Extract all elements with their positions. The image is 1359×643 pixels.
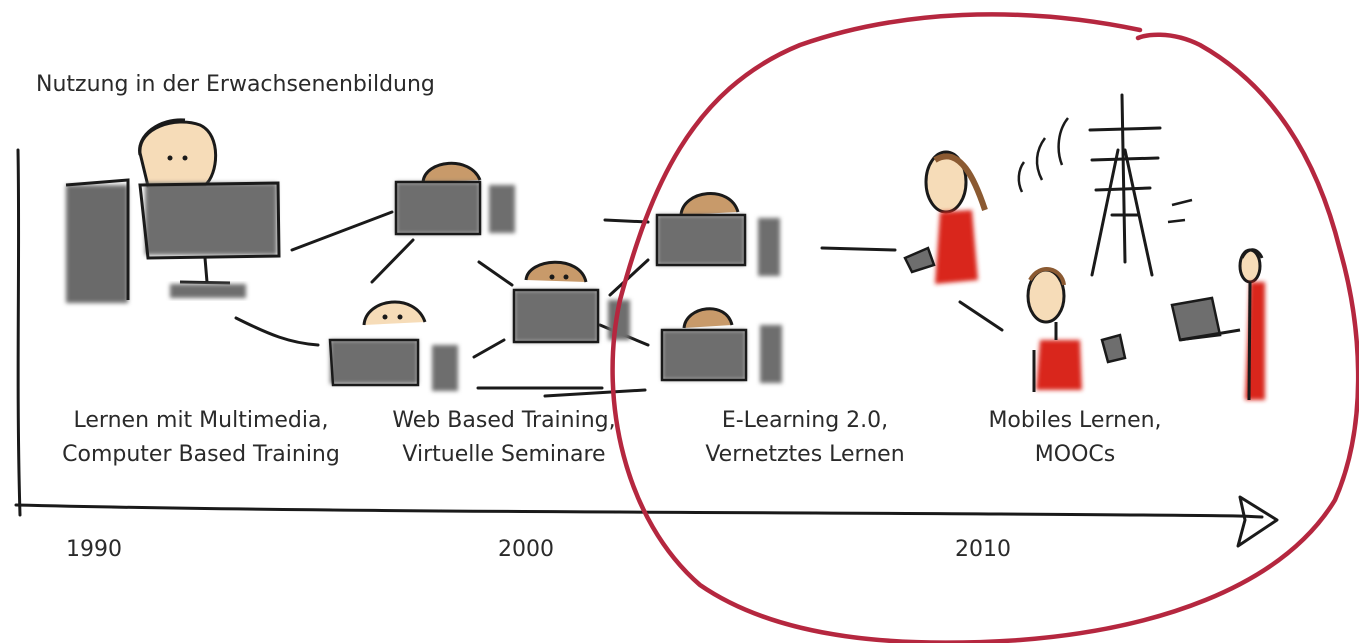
vertical-axis <box>16 148 22 517</box>
era3-computers-illustration <box>655 191 782 383</box>
era-caption-1: Lernen mit Multimedia, Computer Based Tr… <box>36 404 366 472</box>
era-caption-2-line1: Web Based Training, <box>392 408 616 433</box>
year-label-2000: 2000 <box>498 537 554 562</box>
year-label-2010: 2010 <box>955 537 1011 562</box>
tower-case <box>66 185 128 303</box>
era-caption-2-line2: Virtuelle Seminare <box>402 442 606 467</box>
era-caption-4: Mobiles Lernen, MOOCs <box>960 404 1190 472</box>
era-caption-3-line1: E-Learning 2.0, <box>721 408 889 433</box>
person-head <box>138 120 218 188</box>
era-caption-2: Web Based Training, Virtuelle Seminare <box>374 404 634 472</box>
year-label-1990: 1990 <box>66 537 122 562</box>
era-caption-4-line1: Mobiles Lernen, <box>988 408 1162 433</box>
diagram-title: Nutzung in der Erwachsenenbildung <box>36 72 435 97</box>
era-caption-1-line1: Lernen mit Multimedia, <box>73 408 329 433</box>
era-caption-3: E-Learning 2.0, Vernetztes Lernen <box>665 404 945 472</box>
timeline-arrowhead <box>1236 495 1279 548</box>
timeline-axis <box>14 503 1264 519</box>
keyboard <box>170 284 246 298</box>
era-caption-3-line2: Vernetztes Lernen <box>705 442 905 467</box>
era-caption-4-line2: MOOCs <box>1034 442 1116 467</box>
era2-computers-illustration <box>328 161 630 391</box>
era1-computer-illustration <box>65 118 281 303</box>
monitor <box>145 183 277 255</box>
antenna-tower-icon <box>1088 93 1162 277</box>
era4-mobile-illustration <box>903 93 1265 401</box>
era-caption-1-line2: Computer Based Training <box>62 442 340 467</box>
highlight-circle <box>610 12 1359 643</box>
